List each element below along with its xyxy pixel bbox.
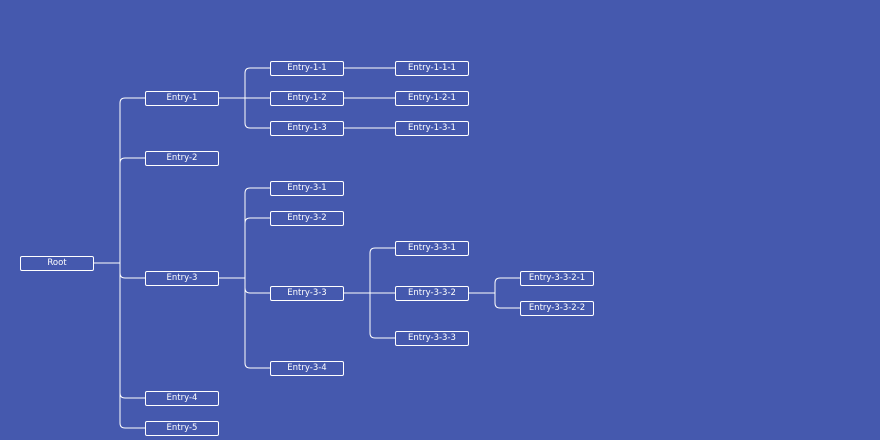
node-entry-1-1-1[interactable]: Entry-1-1-1 bbox=[395, 60, 469, 76]
node-entry-1-2[interactable]: Entry-1-2 bbox=[270, 90, 344, 106]
node-entry-1[interactable]: Entry-1 bbox=[145, 90, 219, 106]
node-entry-3-3-2-1[interactable]: Entry-3-3-2-1 bbox=[520, 270, 594, 286]
node-root[interactable]: Root bbox=[20, 255, 94, 271]
connector-entry-1-to-entry-1-1 bbox=[219, 67, 270, 99]
node-entry-3[interactable]: Entry-3 bbox=[145, 270, 219, 286]
node-entry-3-4[interactable]: Entry-3-4 bbox=[270, 360, 344, 376]
node-entry-1-1[interactable]: Entry-1-1 bbox=[270, 60, 344, 76]
connector-root-to-entry-5 bbox=[94, 262, 145, 429]
connector-entry-3-to-entry-3-2 bbox=[219, 217, 270, 279]
node-entry-1-3[interactable]: Entry-1-3 bbox=[270, 120, 344, 136]
node-entry-3-1[interactable]: Entry-3-1 bbox=[270, 180, 344, 196]
connector-entry-1-to-entry-1-3 bbox=[219, 97, 270, 129]
node-entry-3-3-2[interactable]: Entry-3-3-2 bbox=[395, 285, 469, 301]
node-entry-2[interactable]: Entry-2 bbox=[145, 150, 219, 166]
node-entry-5[interactable]: Entry-5 bbox=[145, 420, 219, 436]
node-entry-3-3[interactable]: Entry-3-3 bbox=[270, 285, 344, 301]
connector-entry-3-to-entry-3-4 bbox=[219, 277, 270, 369]
node-entry-1-3-1[interactable]: Entry-1-3-1 bbox=[395, 120, 469, 136]
node-entry-3-3-1[interactable]: Entry-3-3-1 bbox=[395, 240, 469, 256]
connector-entry-3-3-to-entry-3-3-3 bbox=[344, 292, 395, 339]
connector-root-to-entry-2 bbox=[94, 157, 145, 264]
node-entry-3-3-2-2[interactable]: Entry-3-3-2-2 bbox=[520, 300, 594, 316]
connector-entry-3-3-2-to-entry-3-3-2-1 bbox=[469, 277, 520, 294]
connector-entry-3-3-2-to-entry-3-3-2-2 bbox=[469, 292, 520, 309]
connector-entry-3-to-entry-3-1 bbox=[219, 187, 270, 279]
node-entry-1-2-1[interactable]: Entry-1-2-1 bbox=[395, 90, 469, 106]
node-entry-3-3-3[interactable]: Entry-3-3-3 bbox=[395, 330, 469, 346]
connector-root-to-entry-1 bbox=[94, 97, 145, 264]
node-entry-3-2[interactable]: Entry-3-2 bbox=[270, 210, 344, 226]
connector-entry-3-3-to-entry-3-3-1 bbox=[344, 247, 395, 294]
node-entry-4[interactable]: Entry-4 bbox=[145, 390, 219, 406]
